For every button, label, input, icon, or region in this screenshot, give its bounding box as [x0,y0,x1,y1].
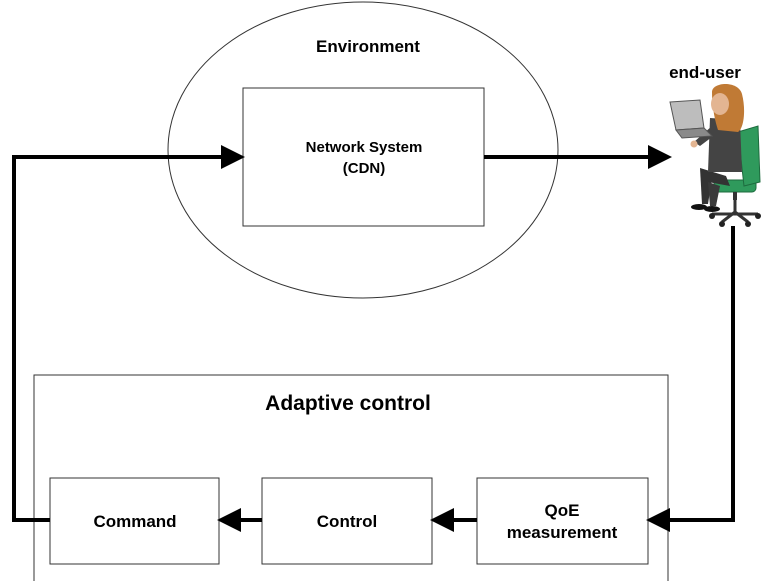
command-block [49,477,220,565]
qoe-label-line1: QoE [545,501,580,520]
network-system-label-line2: (CDN) [343,160,386,177]
end-user-label: end-user [669,63,741,82]
environment-label: Environment [316,37,420,56]
arrow-command-to-network [12,145,245,522]
arrow-user-to-qoe [646,226,735,532]
adaptive-control-label: Adaptive control [265,392,431,415]
qoe-label-line2: measurement [507,523,618,542]
network-system-label-line1: Network System [306,139,423,156]
control-label: Control [317,512,377,531]
network-system-box [242,87,485,227]
end-user-icon [669,84,761,227]
qoe-measurement-block [476,477,649,565]
command-label: Command [93,512,176,531]
